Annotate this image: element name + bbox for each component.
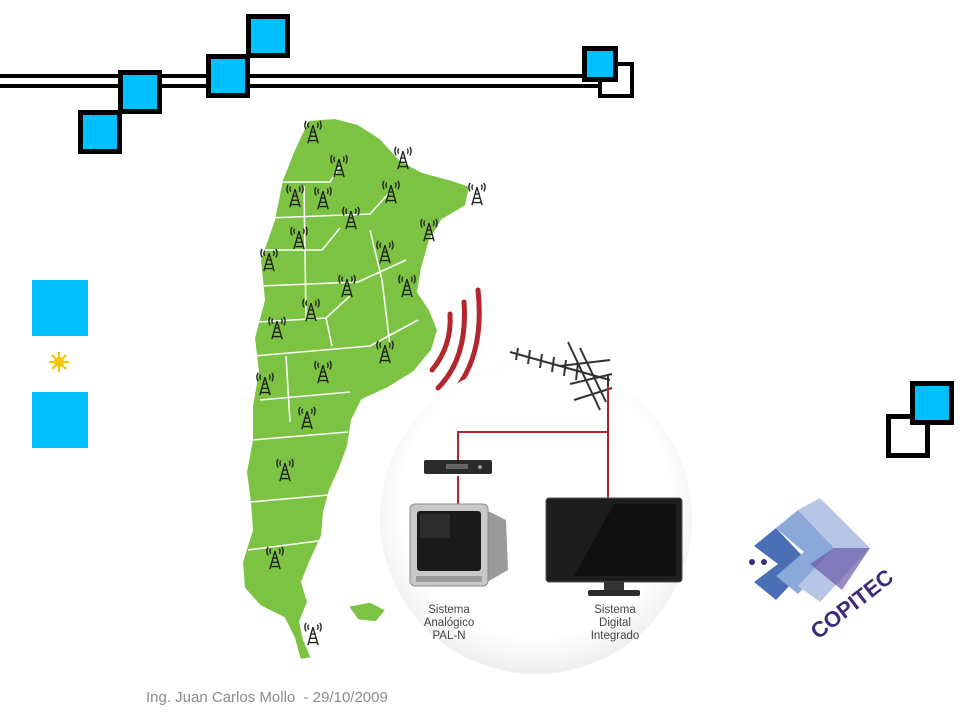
label-line: Sistema — [428, 604, 470, 616]
decor-square — [910, 381, 954, 425]
rail-line-bottom — [0, 84, 620, 88]
province-borders — [247, 165, 419, 551]
decor-square — [206, 54, 250, 98]
antenna-wiring — [424, 341, 613, 506]
map-shape — [240, 116, 472, 662]
analog-tv-icon — [409, 503, 508, 587]
argentina-map — [240, 116, 486, 662]
footer-author: Ing. Juan Carlos Mollo — [146, 689, 296, 706]
digital-system-label: Sistema Digital Integrado — [560, 604, 670, 643]
label-line: Analógico — [423, 617, 475, 629]
label-line: Integrado — [590, 630, 640, 642]
decor-square — [246, 14, 290, 58]
footer-separator: - — [295, 689, 313, 706]
label-line: Digital — [599, 617, 631, 629]
analog-system-label: Sistema Analógico PAL-N — [394, 604, 504, 643]
label-line: Sistema — [594, 604, 636, 616]
rail-line-top — [0, 74, 620, 78]
footer-date: 29/10/2009 — [312, 689, 388, 706]
malvinas-islands — [346, 601, 388, 623]
set-top-box-icon — [424, 460, 492, 474]
label-line: PAL-N — [432, 630, 466, 642]
digital-tv-icon — [545, 497, 683, 596]
copitec-logo: COPITEC — [749, 498, 898, 644]
flag-stripe-bottom — [32, 392, 88, 448]
decor-square — [118, 70, 162, 114]
antenna-cables — [457, 386, 609, 506]
tv-antenna-icon — [509, 341, 613, 432]
flag-stripe-top — [32, 280, 88, 336]
footer: Ing. Juan Carlos Mollo - 29/10/2009 — [146, 689, 388, 706]
decor-square — [582, 46, 618, 82]
sun-icon — [49, 352, 69, 372]
decor-square — [78, 110, 122, 154]
